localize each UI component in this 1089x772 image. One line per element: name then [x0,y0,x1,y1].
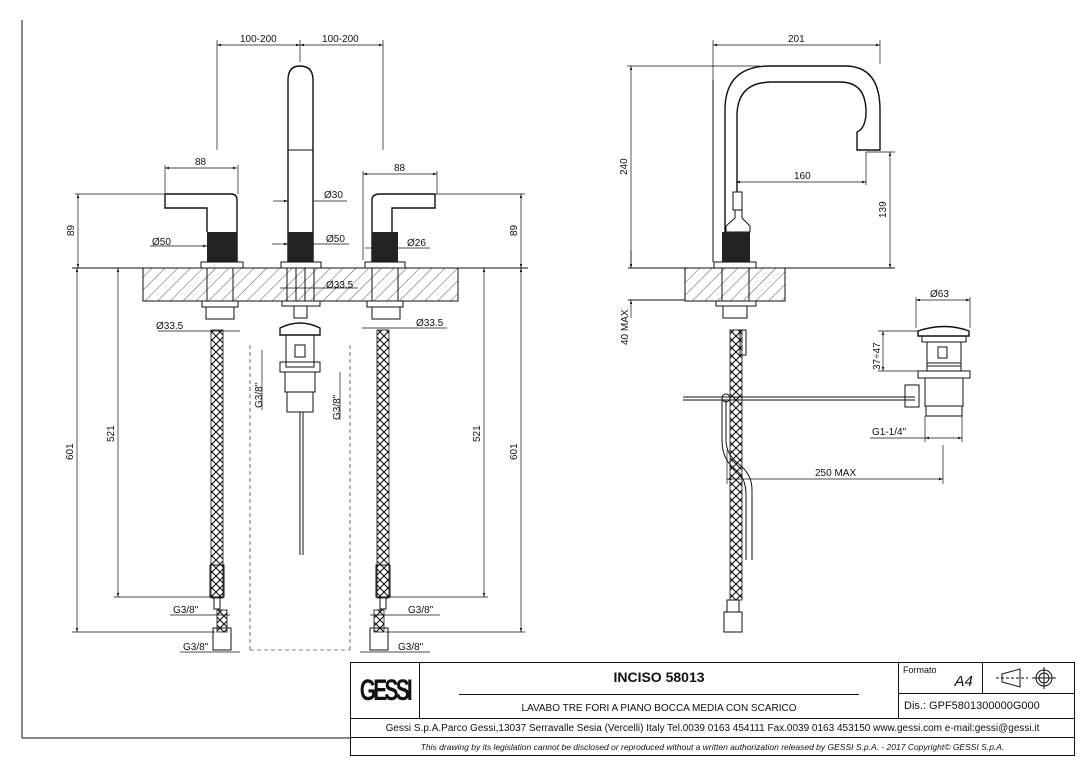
logo-cell: GESSI [350,662,420,719]
side-spout [683,65,915,633]
dim-drain-thread: G1-1/4" [872,427,907,438]
dim-dia-right-knurl: Ø26 [407,238,426,249]
dim-spout-reach: 160 [794,171,811,182]
drawing-frame [21,20,350,739]
copyright-disclaimer: This drawing by its legislation cannot b… [420,741,1005,752]
hose-thread-left-2: G3/8" [183,642,209,653]
dim-height-right: 89 [509,224,520,236]
spout [280,65,322,319]
dim-depth-left-outer: 601 [65,443,76,460]
countertop-section [142,267,459,302]
countertop-section-side [684,267,786,302]
hose-thread-right-1: G3/8" [408,605,434,616]
hose-thread-left-1: G3/8" [173,605,199,616]
side-dimensions: 201 240 160 139 40 MAX Ø63 37÷47 G1-1/4 [619,34,971,484]
left-handle [164,193,244,651]
format-value: A4 [954,673,973,690]
drawing-number-cell: Dis.: GPF5801300000G000 [898,693,1075,719]
dim-depth-right-outer: 601 [509,443,520,460]
product-title: INCISO 58013 [613,669,705,685]
dim-dia-left-knurl: Ø50 [152,237,171,248]
format-label: Formato [903,665,937,675]
dim-depth-left-inner: 521 [106,425,117,442]
third-angle-projection-icon [995,667,1056,689]
title-cell: INCISO 58013 LAVABO TRE FORI A PIANO BOC… [419,662,899,719]
projection-symbol-cell [982,662,1075,694]
title-divider [459,693,859,695]
product-description: LAVABO TRE FORI A PIANO BOCCA MEDIA CON … [521,703,797,714]
format-cell: Formato A4 [898,662,983,694]
dim-depth-right-inner: 521 [472,425,483,442]
dim-deck-thickness: 40 MAX [620,309,631,345]
dim-dia-left-shank: Ø33.5 [156,321,184,332]
disclaimer-cell: This drawing by its legislation cannot b… [350,737,1075,756]
pop-up-drain [249,322,351,651]
address-cell: Gessi S.p.A.Parco Gessi,13037 Serravalle… [350,718,1075,738]
dim-total-height: 240 [619,158,630,175]
dim-dia-spout-knurl: Ø50 [326,234,345,245]
dim-spout-clearance: 139 [878,201,889,218]
dim-height-left: 89 [66,224,77,236]
dim-handle-width-left: 88 [195,157,207,168]
dim-spacing-right: 100-200 [322,34,359,45]
side-drain [904,325,971,417]
drain-thread-right: G3/8" [332,394,343,420]
dim-dia-spout: Ø30 [324,190,343,201]
dim-drain-height: 37÷47 [872,342,883,370]
front-dimensions: 100-200 100-200 88 88 89 89 Ø50 Ø30 Ø50 [65,34,525,653]
right-handle [364,193,436,651]
dim-spacing-left: 100-200 [240,34,277,45]
dim-handle-width-right: 88 [394,163,406,174]
drain-thread-left: G3/8" [254,382,265,408]
hose-thread-right-2: G3/8" [398,642,424,653]
gessi-logo: GESSI [359,673,413,707]
drawing-number: Dis.: GPF5801300000G000 [904,700,1040,712]
dim-total-reach: 201 [788,34,805,45]
dim-dia-center-shank: Ø33.5 [326,280,354,291]
dim-rod-length: 250 MAX [815,468,856,479]
dim-drain-dia: Ø63 [930,289,949,300]
company-address: Gessi S.p.A.Parco Gessi,13037 Serravalle… [385,722,1040,734]
front-view: 100-200 100-200 88 88 89 89 Ø50 Ø30 Ø50 [65,34,528,653]
side-view: 201 240 160 139 40 MAX Ø63 37÷47 G1-1/4 [619,34,971,633]
dim-dia-right-shank: Ø33.5 [416,318,444,329]
